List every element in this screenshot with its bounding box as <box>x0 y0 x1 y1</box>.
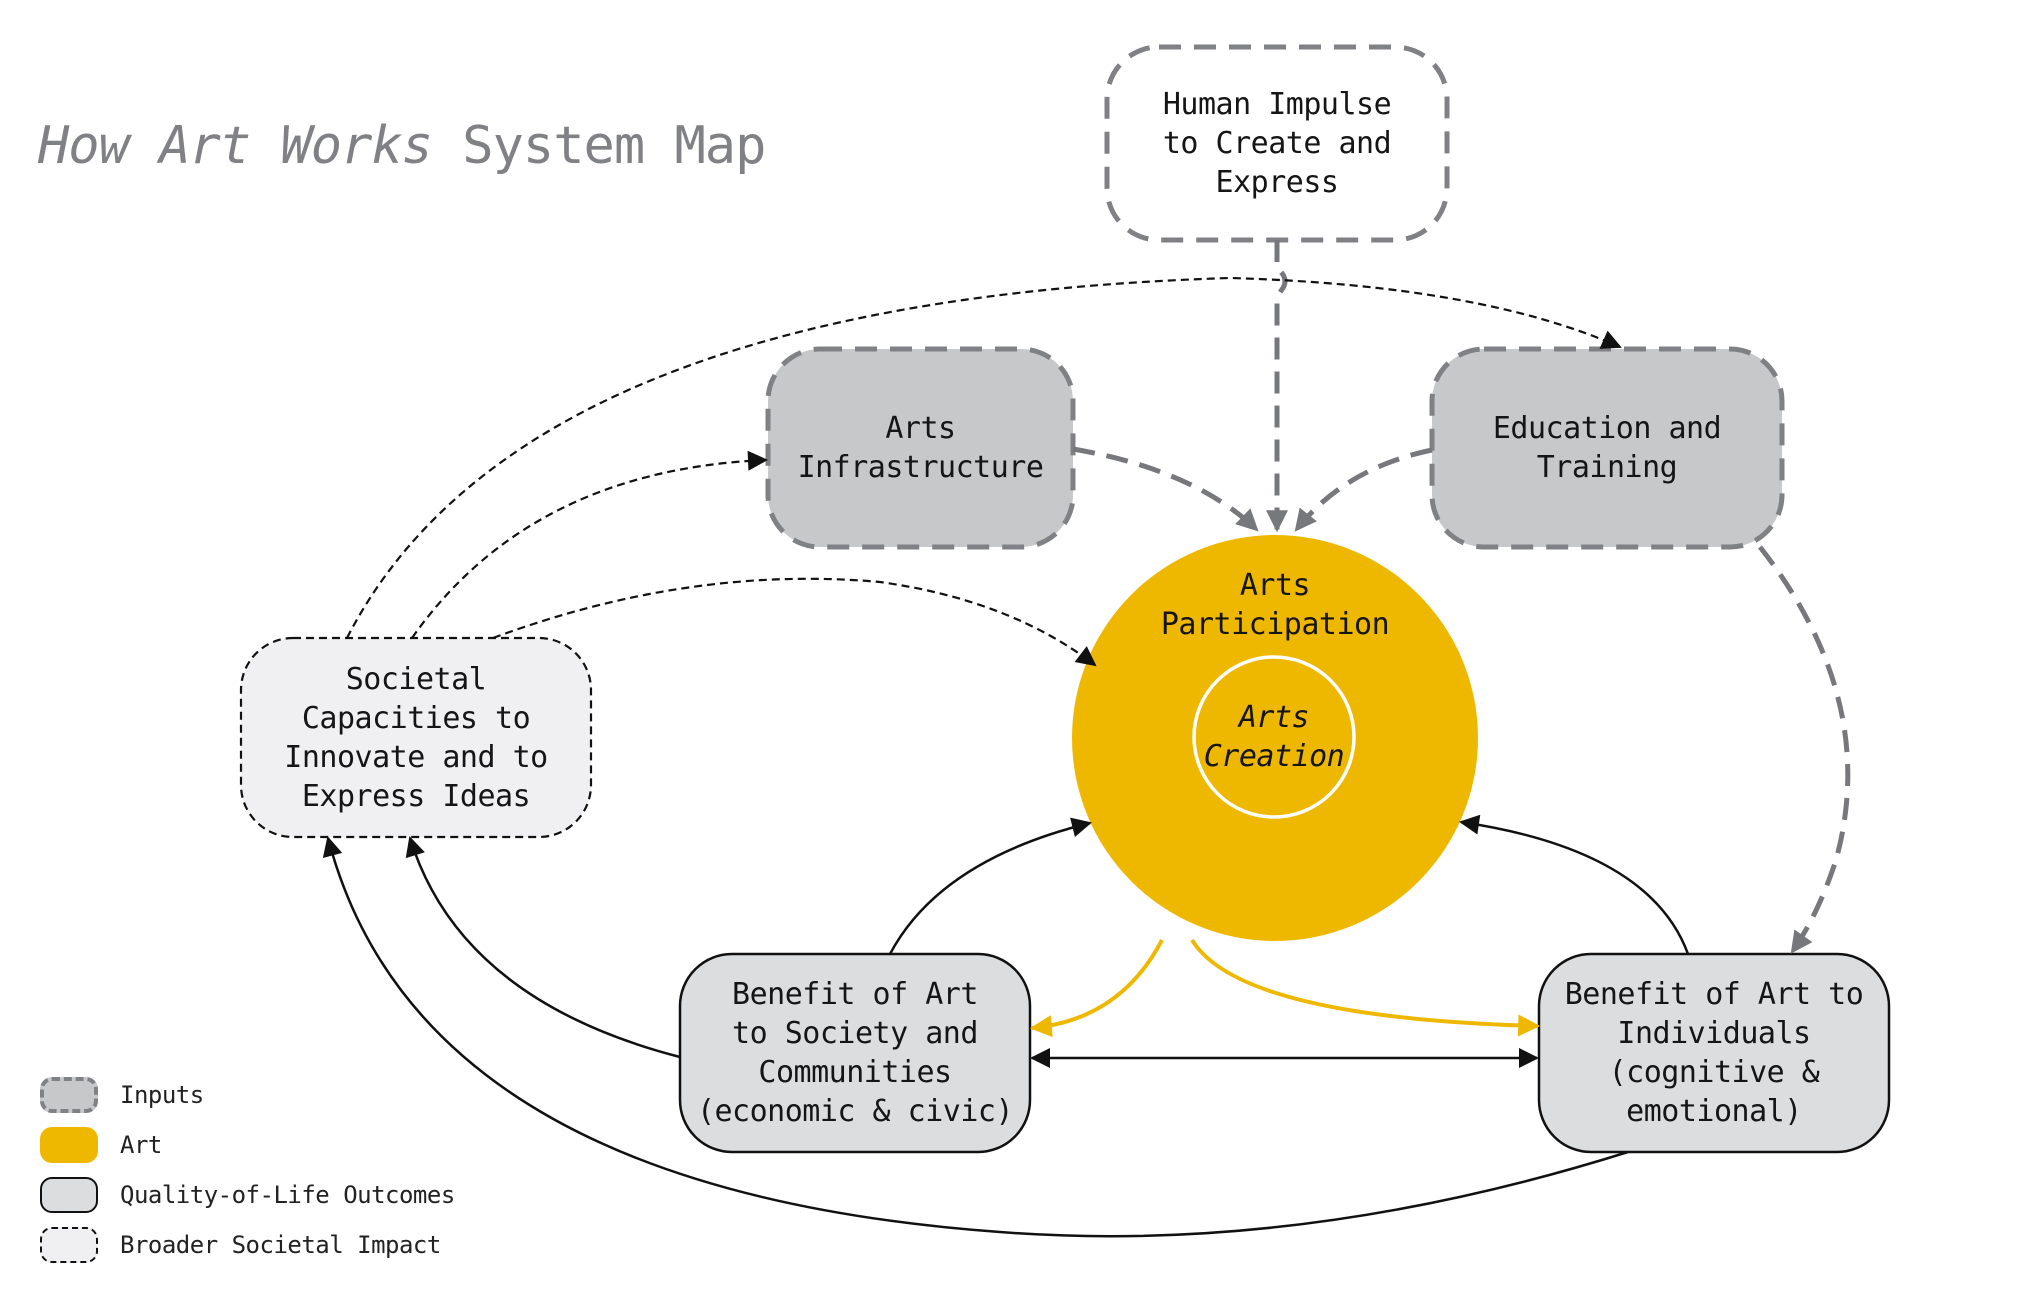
quality-of-life-swatch-icon <box>40 1177 98 1213</box>
benefit-society-label: Benefit of Art to Society and Communitie… <box>696 977 1014 1129</box>
arts-infrastructure-label: Arts Infrastructure <box>797 411 1044 485</box>
art-swatch-icon <box>40 1127 98 1163</box>
legend: Inputs Art Quality-of-Life Outcomes Broa… <box>40 1070 455 1270</box>
societal-capacities-label: Societal Capacities to Innovate and to E… <box>284 661 548 814</box>
legend-label: Inputs <box>120 1081 204 1109</box>
title-italic: How Art Works <box>38 116 433 176</box>
edge-individuals-to-societal <box>322 836 1629 1238</box>
edge-human-impulse-to-participation <box>1266 240 1288 533</box>
edge-participation-to-society <box>1029 939 1164 1038</box>
edge-participation-to-individuals <box>1190 938 1541 1037</box>
arts-participation-label: Arts Participation <box>1160 568 1390 642</box>
arts-creation-circle <box>1192 655 1356 819</box>
benefit-individuals-label: Benefit of Art to Individuals (cognitive… <box>1564 977 1864 1129</box>
edge-education-to-participation <box>1294 447 1433 532</box>
broader-impact-swatch-icon <box>40 1227 98 1263</box>
edge-societal-to-education <box>346 276 1622 639</box>
edge-education-to-individuals <box>1758 545 1851 954</box>
edge-infrastructure-to-participation <box>1072 446 1259 532</box>
edge-societal-to-participation <box>492 577 1097 667</box>
human-impulse-label: Human Impulse to Create and Express <box>1162 87 1392 200</box>
legend-label: Broader Societal Impact <box>120 1231 441 1259</box>
edge-societal-to-infrastructure <box>411 450 768 639</box>
edge-society-to-societal <box>405 836 681 1059</box>
legend-item-inputs: Inputs <box>40 1070 455 1120</box>
arts-creation-label: Arts Creation <box>1203 700 1345 774</box>
edge-individuals-to-participation <box>1459 814 1690 955</box>
legend-item-broader-impact: Broader Societal Impact <box>40 1220 455 1270</box>
benefit-individuals-node <box>1537 952 1891 1154</box>
legend-item-quality-of-life: Quality-of-Life Outcomes <box>40 1170 455 1220</box>
inputs-swatch-icon <box>40 1077 98 1113</box>
page-title: How Art Works System Map <box>38 116 766 176</box>
edge-society-to-participation <box>888 817 1092 955</box>
legend-label: Quality-of-Life Outcomes <box>120 1181 455 1209</box>
education-training-label: Education and Training <box>1492 411 1722 485</box>
arts-infrastructure-node <box>765 346 1076 550</box>
education-training-node <box>1429 346 1785 550</box>
legend-label: Art <box>120 1131 162 1159</box>
legend-item-art: Art <box>40 1120 455 1170</box>
title-rest: System Map <box>432 116 766 176</box>
